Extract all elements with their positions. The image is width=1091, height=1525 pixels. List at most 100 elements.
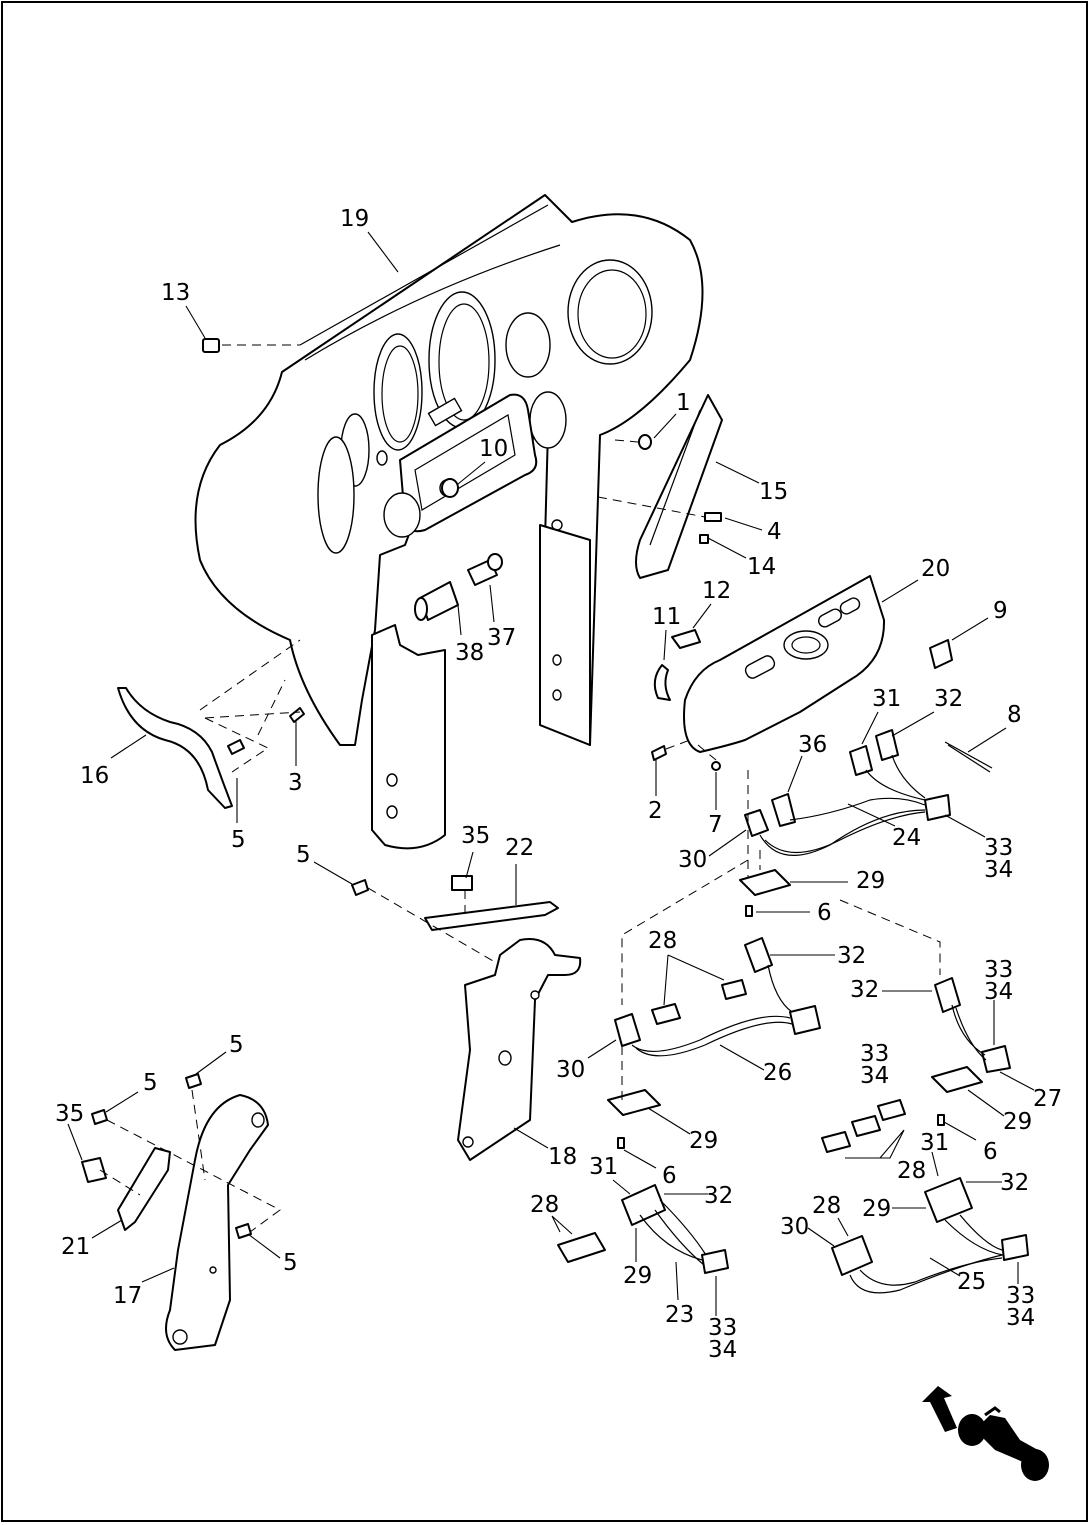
- base-plate-part-29-right: [931, 1066, 983, 1093]
- leader-lines: [67, 231, 1035, 1316]
- callout-32-upper: 32: [934, 686, 963, 712]
- callout-36: 36: [798, 732, 827, 758]
- callout-37: 37: [487, 625, 516, 651]
- callout-28-mid: 28: [648, 928, 677, 954]
- callout-34-bottom-right: 34: [1006, 1305, 1035, 1331]
- callout-22: 22: [505, 835, 534, 861]
- callout-32-mid: 32: [837, 943, 866, 969]
- cap-part-37: [467, 553, 503, 586]
- callout-29-bottom-right: 29: [862, 1196, 891, 1222]
- nut-part-7: [697, 744, 721, 771]
- clip-nut-part-35-top: [451, 875, 473, 891]
- callout-33-upper: 33: [984, 835, 1013, 861]
- callout-13: 13: [161, 280, 190, 306]
- callout-14: 14: [747, 554, 776, 580]
- callout-labels: 19 13 1 10 15 4 14 20 12 11 9 38 37 31 3…: [55, 206, 1062, 1363]
- callout-33-bottom-right: 33: [1006, 1283, 1035, 1309]
- trim-panel-part-15: [635, 394, 723, 579]
- callout-34-mid: 34: [860, 1063, 889, 1089]
- support-bracket-part-17: [165, 1094, 269, 1351]
- callout-33-bottom: 33: [708, 1315, 737, 1341]
- power-port-part-38: [414, 581, 459, 621]
- callout-38: 38: [455, 640, 484, 666]
- bracket-part-22: [424, 890, 559, 931]
- callout-34-bottom: 34: [708, 1337, 737, 1363]
- callout-28-right: 28: [897, 1158, 926, 1184]
- callout-34-mid-right: 34: [984, 979, 1013, 1005]
- callout-5-top-bracket: 5: [229, 1032, 244, 1058]
- switch-caps-part-28-right: [821, 1099, 906, 1153]
- callout-7: 7: [708, 812, 723, 838]
- edge-trim-part-16: [117, 687, 233, 809]
- callout-6-upper: 6: [817, 900, 832, 926]
- switch-harness-part-25: [831, 1177, 1029, 1294]
- callout-28-bottom-right: 28: [812, 1193, 841, 1219]
- callout-35-left: 35: [55, 1101, 84, 1127]
- callout-5-mid: 5: [296, 842, 311, 868]
- clip-part-11: [653, 664, 671, 701]
- callout-15: 15: [759, 479, 788, 505]
- guide-line-left: [621, 859, 749, 1005]
- callout-29-upper: 29: [856, 868, 885, 894]
- callout-31-bottom: 31: [589, 1154, 618, 1180]
- base-plate-part-29-top: [739, 869, 791, 896]
- callout-1: 1: [676, 390, 691, 416]
- callout-18: 18: [548, 1144, 577, 1170]
- screw-part-4: [597, 496, 722, 522]
- callout-35-top: 35: [461, 823, 490, 849]
- callout-29-mid: 29: [689, 1128, 718, 1154]
- screw-part-2: [651, 739, 691, 761]
- screw-part-6-right: [937, 1114, 945, 1126]
- cable-tie-part-8: [944, 741, 993, 773]
- callout-6-right: 6: [983, 1139, 998, 1165]
- callout-2: 2: [648, 798, 663, 824]
- bracket-part-9: [929, 639, 953, 669]
- callout-31-upper: 31: [872, 686, 901, 712]
- callout-28-bottom: 28: [530, 1192, 559, 1218]
- callout-32-bottom-right: 32: [1000, 1170, 1029, 1196]
- callout-21: 21: [61, 1234, 90, 1260]
- speed-nut-part-13: [202, 338, 300, 353]
- callout-6-mid: 6: [662, 1163, 677, 1189]
- callout-4: 4: [767, 519, 782, 545]
- switch-harness-part-27: [934, 977, 1011, 1073]
- callout-17: 17: [113, 1283, 142, 1309]
- motorcycle-direction-arrow-icon: [922, 1386, 1049, 1481]
- fairing-lower-plate: [371, 524, 591, 850]
- switch-housing-part-20: [683, 575, 886, 753]
- callout-5-bottom: 5: [283, 1250, 298, 1276]
- callout-33-mid: 33: [860, 1041, 889, 1067]
- callout-26: 26: [763, 1060, 792, 1086]
- callout-5-left-bracket: 5: [143, 1070, 158, 1096]
- callout-25: 25: [957, 1269, 986, 1295]
- callout-8: 8: [1007, 702, 1022, 728]
- callout-5-left: 5: [231, 827, 246, 853]
- callout-24: 24: [892, 825, 921, 851]
- base-plate-part-29-mid: [607, 1046, 661, 1116]
- screw-part-6-top: [745, 905, 753, 917]
- callout-29-bottom: 29: [623, 1263, 652, 1289]
- switch-harness-part-23: [621, 1184, 729, 1274]
- callout-30-bottom-right: 30: [780, 1214, 809, 1240]
- callout-23: 23: [665, 1302, 694, 1328]
- callout-27: 27: [1033, 1086, 1062, 1112]
- screw-part-5-mid: [351, 879, 501, 966]
- callout-19: 19: [340, 206, 369, 232]
- switch-harness-part-24: [744, 729, 951, 890]
- callout-20: 20: [921, 556, 950, 582]
- guide-line-right: [839, 899, 941, 975]
- screw-part-6-mid: [617, 1137, 625, 1149]
- emblem-part-12: [671, 629, 701, 649]
- inner-fairing-part-19: [194, 194, 704, 746]
- callout-29-right: 29: [1003, 1109, 1032, 1135]
- screw-part-5-left: [199, 639, 301, 773]
- clip-part-14: [699, 534, 709, 544]
- callout-12: 12: [702, 578, 731, 604]
- callout-30-mid: 30: [556, 1057, 585, 1083]
- switch-cap-part-28-bottom: [557, 1232, 606, 1263]
- switch-harness-part-26: [614, 937, 821, 1057]
- mount-bracket-part-18: [457, 938, 582, 1161]
- screw-parts-5-left-bracket: [91, 1073, 281, 1239]
